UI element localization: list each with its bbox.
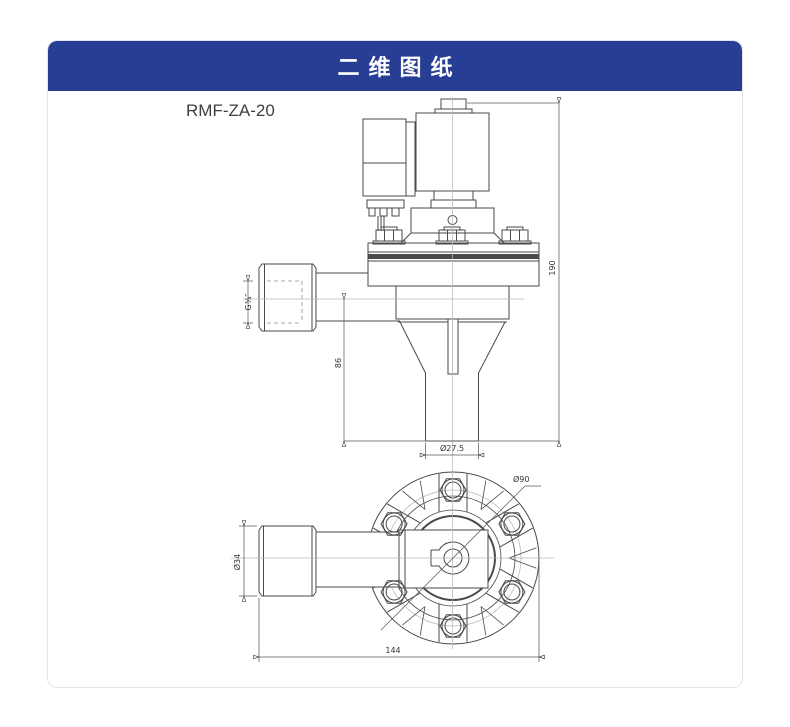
dim-overall-width: 144 (385, 646, 400, 655)
bolt (380, 512, 408, 536)
technical-drawing: G¾″ 86 190 Ø27.5 Ø90 Ø34 (231, 97, 743, 662)
section-title: 二维图纸 (337, 55, 462, 80)
dim-bolt-circle: Ø90 (513, 474, 529, 484)
bolt (439, 614, 467, 638)
bolt (498, 512, 526, 536)
bolt (439, 478, 467, 502)
dim-total-height: 190 (548, 260, 557, 275)
flange-bolt (372, 226, 406, 245)
dimensions: G¾″ 86 190 Ø27.5 Ø90 Ø34 (232, 103, 559, 662)
model-number: RMF-ZA-20 (186, 101, 275, 120)
flange-bolt (435, 226, 469, 245)
dim-outlet-diameter: Ø27.5 (440, 443, 464, 453)
section-header: 二维图纸 (48, 41, 742, 91)
bolt (380, 580, 408, 604)
bolt (498, 580, 526, 604)
centerlines (231, 97, 554, 649)
drawing-card: 二维图纸 RMF-ZA-20 (47, 40, 743, 688)
side-view (258, 98, 540, 442)
dim-inlet-nut-diameter: Ø34 (232, 554, 242, 570)
flange-bolt (498, 226, 532, 245)
dim-inlet-thread: G¾″ (244, 294, 253, 311)
dim-outlet-height: 86 (334, 358, 343, 368)
